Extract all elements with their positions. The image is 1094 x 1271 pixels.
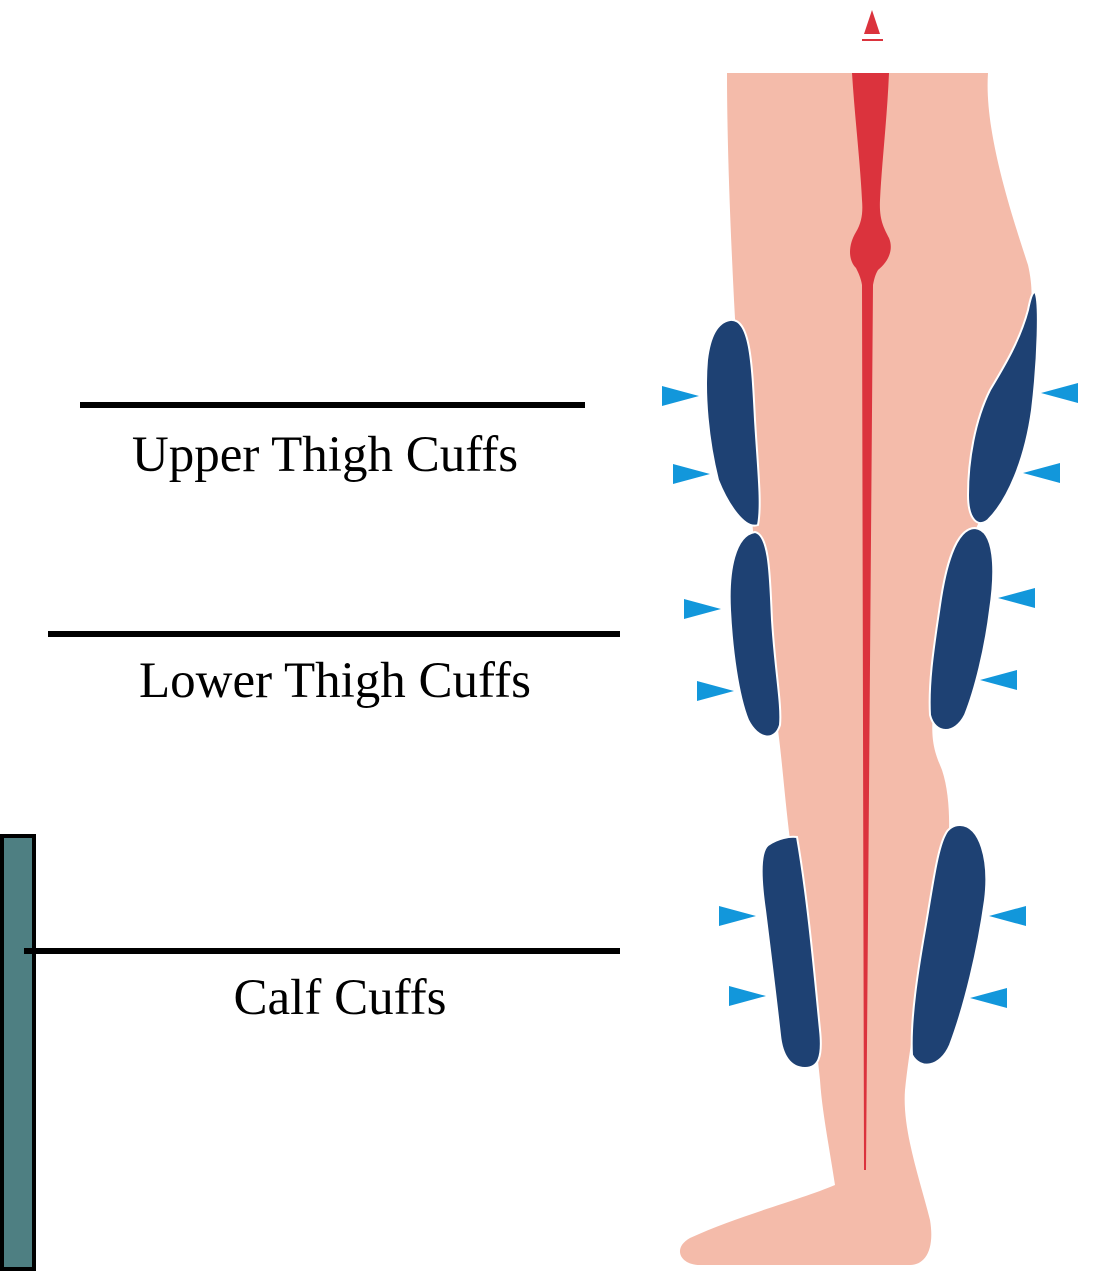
flow-arrow-up	[864, 10, 880, 34]
arrow-right-icon	[729, 986, 766, 1006]
calf-line	[24, 948, 620, 954]
arrow-left-icon	[970, 988, 1007, 1008]
upper-thigh-line	[80, 402, 585, 408]
arrow-left-icon	[998, 588, 1035, 608]
upper-thigh-label: Upper Thigh Cuffs	[100, 426, 550, 484]
arrow-right-icon	[673, 464, 710, 484]
arrow-left-icon	[980, 670, 1017, 690]
arrow-left-icon	[1023, 463, 1060, 483]
lower-thigh-label: Lower Thigh Cuffs	[105, 652, 565, 710]
lower-thigh-line	[48, 631, 620, 637]
arrow-right-icon	[697, 681, 734, 701]
arrow-right-icon	[684, 599, 721, 619]
arrow-right-icon	[719, 906, 756, 926]
calf-label: Calf Cuffs	[190, 969, 490, 1027]
arrow-right-icon	[662, 386, 699, 406]
arrow-left-icon	[989, 906, 1026, 926]
arrow-left-icon	[1041, 383, 1078, 403]
